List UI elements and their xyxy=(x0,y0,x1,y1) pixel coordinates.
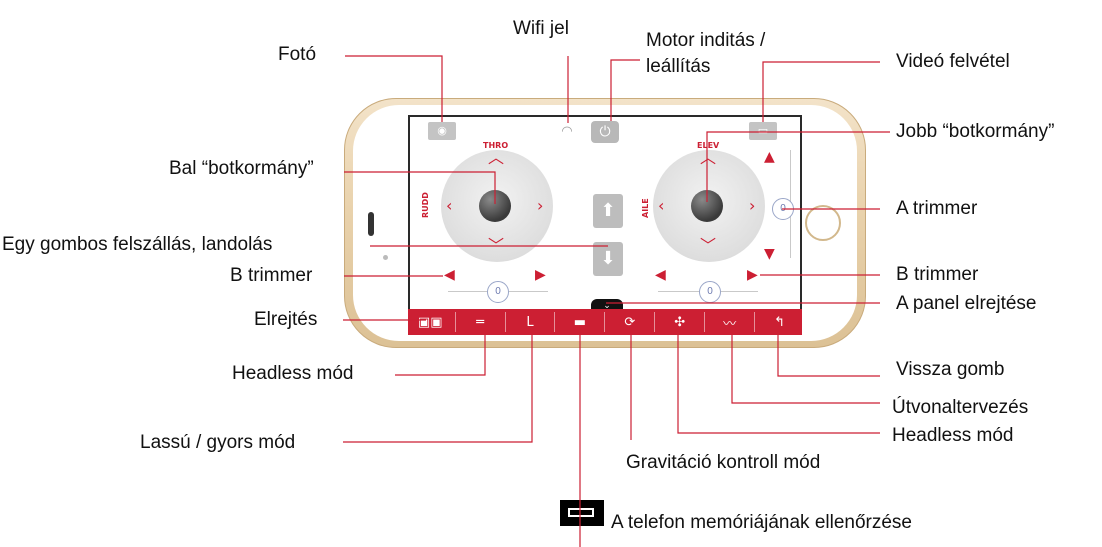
power-icon[interactable]: ⏻ xyxy=(591,121,619,143)
phone-camera-dot xyxy=(383,255,388,260)
chevron-down-icon: ﹀ xyxy=(700,236,717,255)
headless-mode-button[interactable]: ═ xyxy=(476,314,485,330)
gravity-control-button[interactable]: ⟳ xyxy=(624,314,636,330)
speed-mode-button[interactable]: L xyxy=(526,314,534,330)
chevron-up-icon: ︿ xyxy=(488,148,505,167)
arrow-down-icon[interactable]: ⬇ xyxy=(593,242,623,276)
elevator-label: ELEV xyxy=(697,141,720,150)
headless-mode-button-2[interactable]: ✣ xyxy=(674,314,686,330)
chevron-right-icon: › xyxy=(749,196,756,215)
arrow-up-icon[interactable]: ⬆ xyxy=(593,194,623,228)
label-lassu-gyors: Lassú / gyors mód xyxy=(140,432,296,453)
label-a-trimmer: A trimmer xyxy=(896,198,978,219)
label-elrejtes: Elrejtés xyxy=(254,309,318,330)
trim-up-icon[interactable]: ▲ xyxy=(764,149,775,165)
label-video: Videó felvétel xyxy=(896,51,1010,72)
phone-speaker xyxy=(368,212,374,236)
camera-icon[interactable]: ◉ xyxy=(428,122,456,140)
label-b-trimmer-right: B trimmer xyxy=(896,264,979,285)
b-trimmer-right-value[interactable]: 0 xyxy=(699,281,721,303)
hide-button[interactable]: ▣▣ xyxy=(417,314,443,330)
label-utvonal: Útvonaltervezés xyxy=(892,397,1029,418)
trim-right-icon[interactable]: ▶ xyxy=(747,267,758,283)
label-memoria: A telefon memóriájának ellenőrzése xyxy=(611,512,913,533)
label-panel-elrejtese: A panel elrejtése xyxy=(896,293,1037,314)
chevron-right-icon: › xyxy=(537,196,544,215)
home-button xyxy=(805,205,841,241)
b-trimmer-left-value[interactable]: 0 xyxy=(487,281,509,303)
throttle-label: THRO xyxy=(483,141,509,150)
memory-card-icon xyxy=(560,500,604,526)
route-planning-button[interactable]: 〰 xyxy=(723,316,737,332)
label-bal-botkormany: Bal “botkormány” xyxy=(169,158,314,179)
label-egy-gombos: Egy gombos felszállás, landolás xyxy=(2,234,273,255)
label-wifi: Wifi jel xyxy=(513,18,569,39)
chevron-left-icon: ‹ xyxy=(446,196,453,215)
label-vissza: Vissza gomb xyxy=(896,359,1005,380)
label-headless-left: Headless mód xyxy=(232,363,354,384)
wifi-icon: ◜◝ xyxy=(562,124,573,139)
back-arrow-icon[interactable]: ↰ xyxy=(774,314,786,330)
label-gravitacio: Gravitáció kontroll mód xyxy=(626,452,821,473)
label-jobb-botkormany: Jobb “botkormány” xyxy=(896,121,1055,142)
trim-down-icon[interactable]: ▼ xyxy=(764,246,775,262)
label-headless-right: Headless mód xyxy=(892,425,1014,446)
hide-panel-tab[interactable]: ⌄ xyxy=(591,299,623,311)
label-motor: Motor inditás / leállítás xyxy=(646,30,766,77)
label-foto: Fotó xyxy=(278,44,317,65)
trim-right-icon[interactable]: ▶ xyxy=(535,267,546,283)
chevron-up-icon: ︿ xyxy=(700,148,717,167)
trim-left-icon[interactable]: ◀ xyxy=(655,267,666,283)
video-icon[interactable]: ▭ xyxy=(749,122,777,140)
chevron-left-icon: ‹ xyxy=(658,196,665,215)
bottom-toolbar: ▣▣ ═ L ▬ ⟳ ✣ 〰 ↰ xyxy=(408,309,802,335)
label-b-trimmer-left: B trimmer xyxy=(230,265,313,286)
memory-check-button[interactable]: ▬ xyxy=(573,314,587,330)
trim-left-icon[interactable]: ◀ xyxy=(444,267,455,283)
